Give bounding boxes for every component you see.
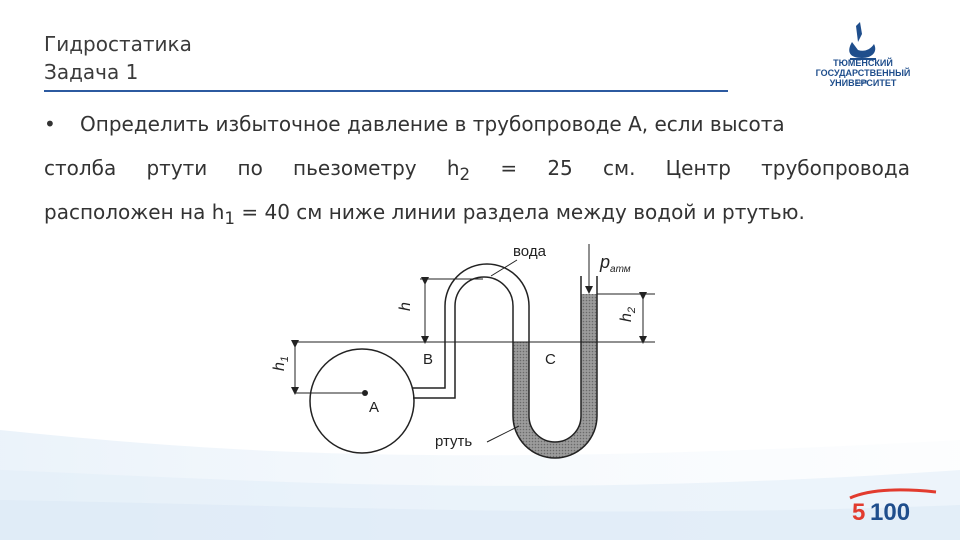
bullet: • xyxy=(44,112,56,136)
slide-title: Гидростатика Задача 1 xyxy=(44,30,192,86)
pipe-a xyxy=(309,348,415,454)
problem-statement: •Определить избыточное давление в трубоп… xyxy=(44,104,910,236)
problem-line-1: •Определить избыточное давление в трубоп… xyxy=(44,104,910,148)
label-b: B xyxy=(423,351,433,368)
title-line-2: Задача 1 xyxy=(44,60,139,84)
label-p-atm: pатм xyxy=(599,252,631,275)
problem-line-2: столба ртути по пьезометру h2 = 25 см. Ц… xyxy=(44,156,910,184)
label-h1: h1 xyxy=(271,356,291,371)
problem-line-3: расположен на h1 = 40 см ниже линии разд… xyxy=(44,200,805,228)
label-h2: h2 xyxy=(618,307,638,322)
university-name: ТЮМЕНСКИЙ ГОСУДАРСТВЕННЫЙ УНИВЕРСИТЕТ xyxy=(815,58,911,88)
title-divider xyxy=(44,90,728,92)
label-mercury: ртуть xyxy=(435,433,472,450)
label-c: C xyxy=(545,351,556,368)
title-line-1: Гидростатика xyxy=(44,32,192,56)
program-5-100-logo-icon: 5 100 xyxy=(849,488,937,524)
label-h: h xyxy=(397,302,414,311)
university-logo-icon xyxy=(849,22,876,60)
label-water: вода xyxy=(513,243,547,260)
label-a: A xyxy=(369,399,379,416)
university-year: 1930 xyxy=(856,80,868,86)
svg-text:100: 100 xyxy=(870,499,910,524)
manometer-diagram: h h1 h2 pатм вода B C A ртуть xyxy=(271,243,655,459)
svg-text:5: 5 xyxy=(852,499,865,524)
mercury-column xyxy=(513,294,597,458)
